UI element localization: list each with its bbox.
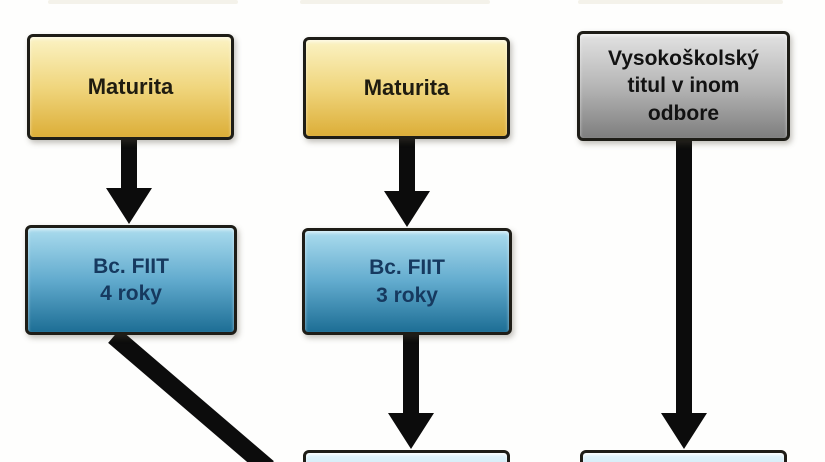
cropped-artifact-top-left bbox=[48, 0, 238, 4]
cropped-artifact-top-right bbox=[578, 0, 783, 4]
arrow-down-left bbox=[106, 140, 152, 224]
cropped-artifact-top-middle bbox=[300, 0, 490, 4]
node-maturita-left: Maturita bbox=[27, 34, 234, 140]
arrow-down-middle-top bbox=[384, 139, 430, 227]
node-bottom-right-partial bbox=[580, 450, 787, 462]
arrow-down-right bbox=[661, 141, 707, 449]
node-label: Vysokoškolský titul v inom odbore bbox=[608, 47, 759, 125]
node-degree-other-field: Vysokoškolský titul v inom odbore bbox=[577, 31, 790, 141]
node-label: Bc. FIIT 3 roky bbox=[369, 256, 445, 307]
node-label: Maturita bbox=[87, 73, 174, 99]
arrow-diagonal bbox=[108, 329, 274, 462]
node-bc-fiit-3-roky: Bc. FIIT 3 roky bbox=[302, 228, 512, 335]
node-label: Maturita bbox=[363, 74, 450, 100]
node-maturita-middle: Maturita bbox=[303, 37, 510, 139]
node-bc-fiit-4-roky: Bc. FIIT 4 roky bbox=[25, 225, 237, 335]
node-label: Bc. FIIT 4 roky bbox=[93, 254, 169, 305]
node-bottom-middle-partial bbox=[303, 450, 510, 462]
arrow-down-middle-bottom bbox=[388, 335, 434, 449]
